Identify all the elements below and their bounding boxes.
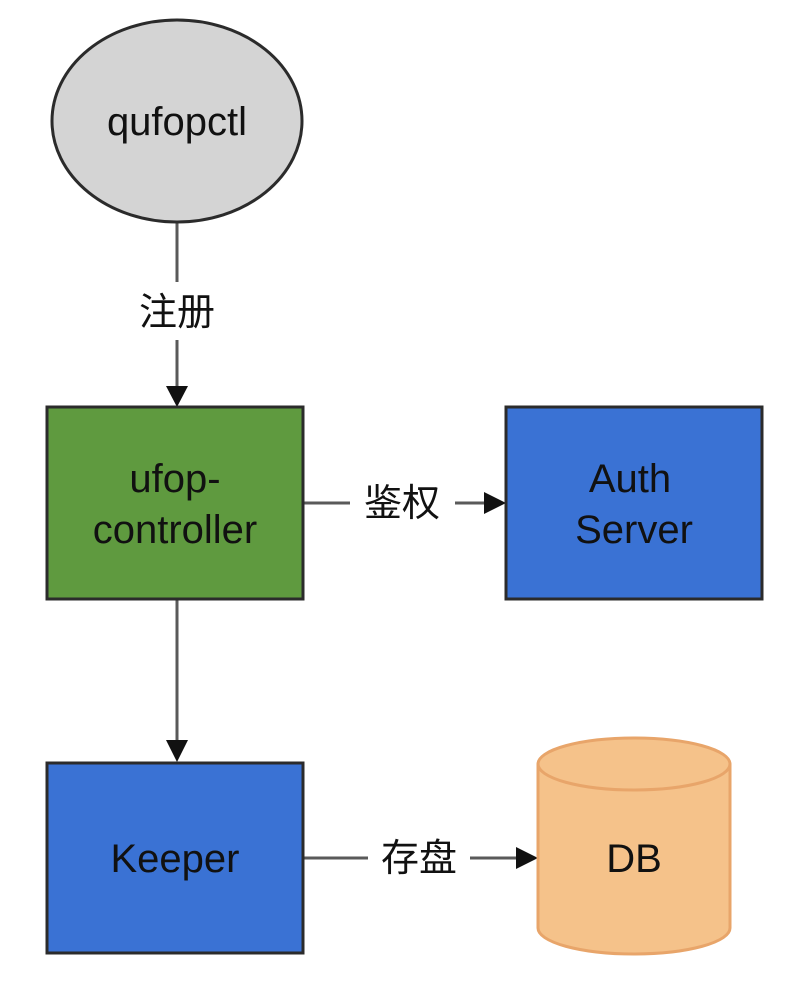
node-ufop-controller-rect (45, 405, 305, 601)
node-qufopctl-ellipse (50, 18, 304, 224)
node-auth-server-rect (504, 405, 764, 601)
node-keeper: Keeper (45, 761, 305, 955)
node-db-label: DB (606, 837, 662, 881)
edge-register-arrowhead (166, 386, 188, 407)
edge-controller-to-keeper-arrowhead (166, 740, 188, 762)
edge-register: 注册 (139, 222, 215, 407)
edge-persist-arrowhead (516, 847, 538, 869)
edge-authenticate-label: 鉴权 (364, 481, 440, 525)
edge-persist-label: 存盘 (381, 836, 457, 880)
node-auth-server-label-line2: Server (575, 508, 693, 552)
node-auth-server-label-line1: Auth (589, 457, 671, 501)
node-db: DB (536, 736, 732, 956)
node-keeper-label: Keeper (111, 837, 240, 881)
node-qufopctl: qufopctl (50, 18, 304, 224)
node-db-cylinder-top (536, 736, 732, 792)
edge-register-label: 注册 (139, 290, 215, 334)
edge-authenticate: 鉴权 (304, 481, 506, 525)
node-keeper-rect (45, 761, 305, 955)
node-ufop-controller-label-line1: ufop- (129, 457, 220, 501)
node-ufop-controller-label-line2: controller (93, 508, 258, 552)
edge-authenticate-arrowhead (484, 492, 506, 514)
node-db-cylinder-body (536, 764, 732, 956)
node-auth-server: Auth Server (504, 405, 764, 601)
node-qufopctl-label: qufopctl (107, 100, 247, 144)
edge-persist: 存盘 (304, 836, 538, 880)
edge-controller-to-keeper (166, 600, 188, 762)
node-ufop-controller: ufop- controller (45, 405, 305, 601)
